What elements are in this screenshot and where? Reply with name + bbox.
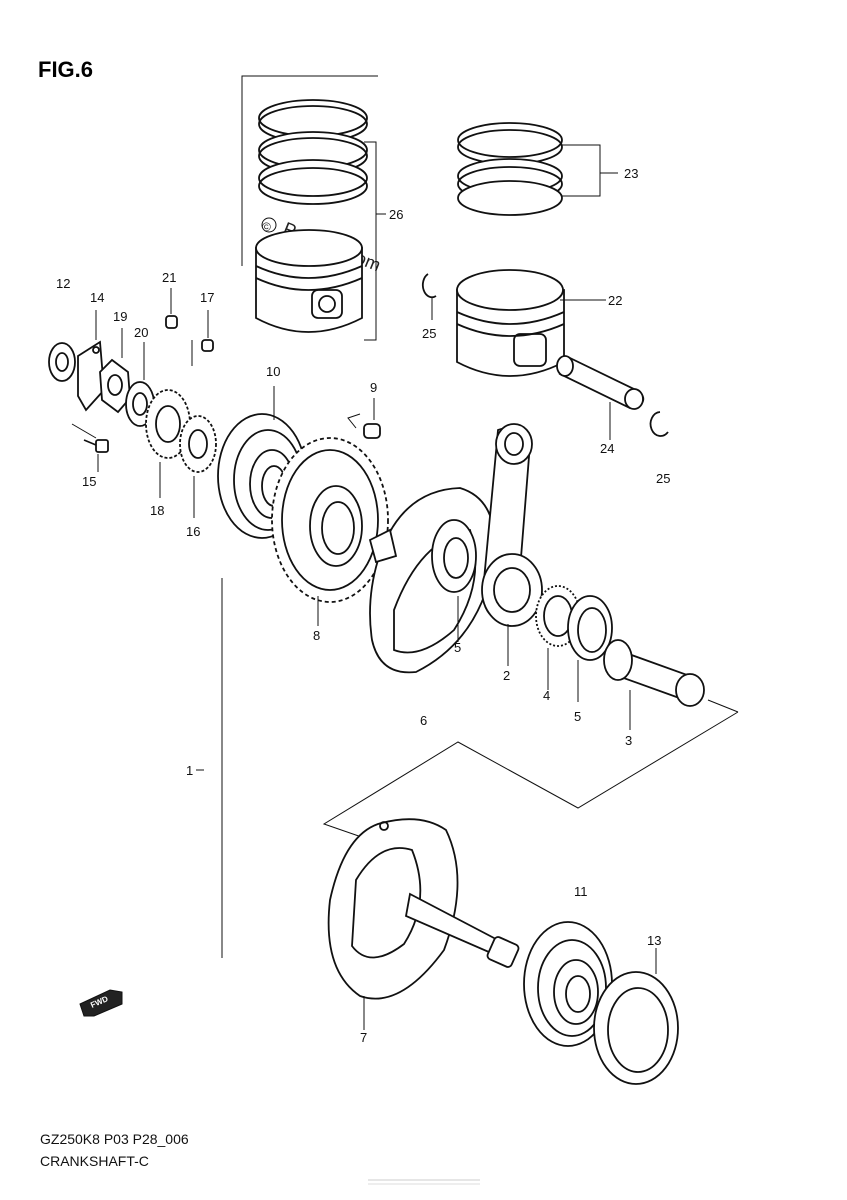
crank-web-right-7 <box>327 818 520 1030</box>
callout-11: 11 <box>574 884 588 899</box>
callout-8: 8 <box>313 628 320 643</box>
callout-19: 19 <box>113 309 127 324</box>
callout-17: 17 <box>200 290 214 305</box>
callout-14: 14 <box>90 290 104 305</box>
key-17 <box>191 310 214 366</box>
piston-ring-set-left <box>258 99 368 205</box>
callout-20: 20 <box>134 325 148 340</box>
piston-pin <box>556 355 645 440</box>
callout-6: 6 <box>420 713 427 728</box>
piston-right <box>456 269 606 377</box>
callout-21: 21 <box>162 270 176 285</box>
model-code: GZ250K8 P03 P28_006 <box>40 1131 189 1147</box>
callout-2: 2 <box>503 668 510 683</box>
callout-12: 12 <box>56 276 70 291</box>
fwd-direction-badge: FWD <box>79 989 123 1017</box>
callout-22: 22 <box>608 293 622 308</box>
piston-rings-right <box>457 122 618 216</box>
callout-4: 4 <box>543 688 550 703</box>
callout-23: 23 <box>624 166 638 181</box>
assembly-bracket <box>221 578 739 958</box>
copyright-fine-print <box>368 1179 480 1185</box>
caption: CRANKSHAFT-C <box>40 1153 149 1169</box>
key-21 <box>165 288 178 329</box>
callout-24: 24 <box>600 441 614 456</box>
circlip-lower <box>649 411 669 437</box>
crank-web-left <box>368 487 496 674</box>
thrust-washer-5 <box>567 595 613 702</box>
callout-15: 15 <box>82 474 96 489</box>
callout-13: 13 <box>647 933 661 948</box>
lock-plate-14 <box>77 310 105 412</box>
callout-9: 9 <box>370 380 377 395</box>
watermark-copyright-symbol: © <box>262 220 271 234</box>
callout-26: 26 <box>389 207 403 222</box>
crank-pin-3 <box>603 639 705 730</box>
callout-25a: 25 <box>422 326 436 341</box>
callout-16: 16 <box>186 524 200 539</box>
callout-3: 3 <box>625 733 632 748</box>
piston-left <box>255 229 363 333</box>
connecting-rod-2 <box>481 423 543 666</box>
primary-gear-8 <box>271 437 389 626</box>
callout-7: 7 <box>360 1030 367 1045</box>
piston-set-bracket <box>241 75 386 341</box>
circlip-upper <box>421 273 437 320</box>
washer-12 <box>48 342 76 382</box>
gear-16 <box>179 415 217 518</box>
callout-10: 10 <box>266 364 280 379</box>
callout-18: 18 <box>150 503 164 518</box>
bolt-15 <box>71 423 109 472</box>
figure-title: FIG.6 <box>38 57 93 82</box>
callout-25b: 25 <box>656 471 670 486</box>
callout-5a: 5 <box>454 640 461 655</box>
oil-seal-13 <box>593 948 679 1085</box>
callout-5b: 5 <box>574 709 581 724</box>
key-9 <box>347 398 381 439</box>
callout-1: 1 <box>186 763 193 778</box>
